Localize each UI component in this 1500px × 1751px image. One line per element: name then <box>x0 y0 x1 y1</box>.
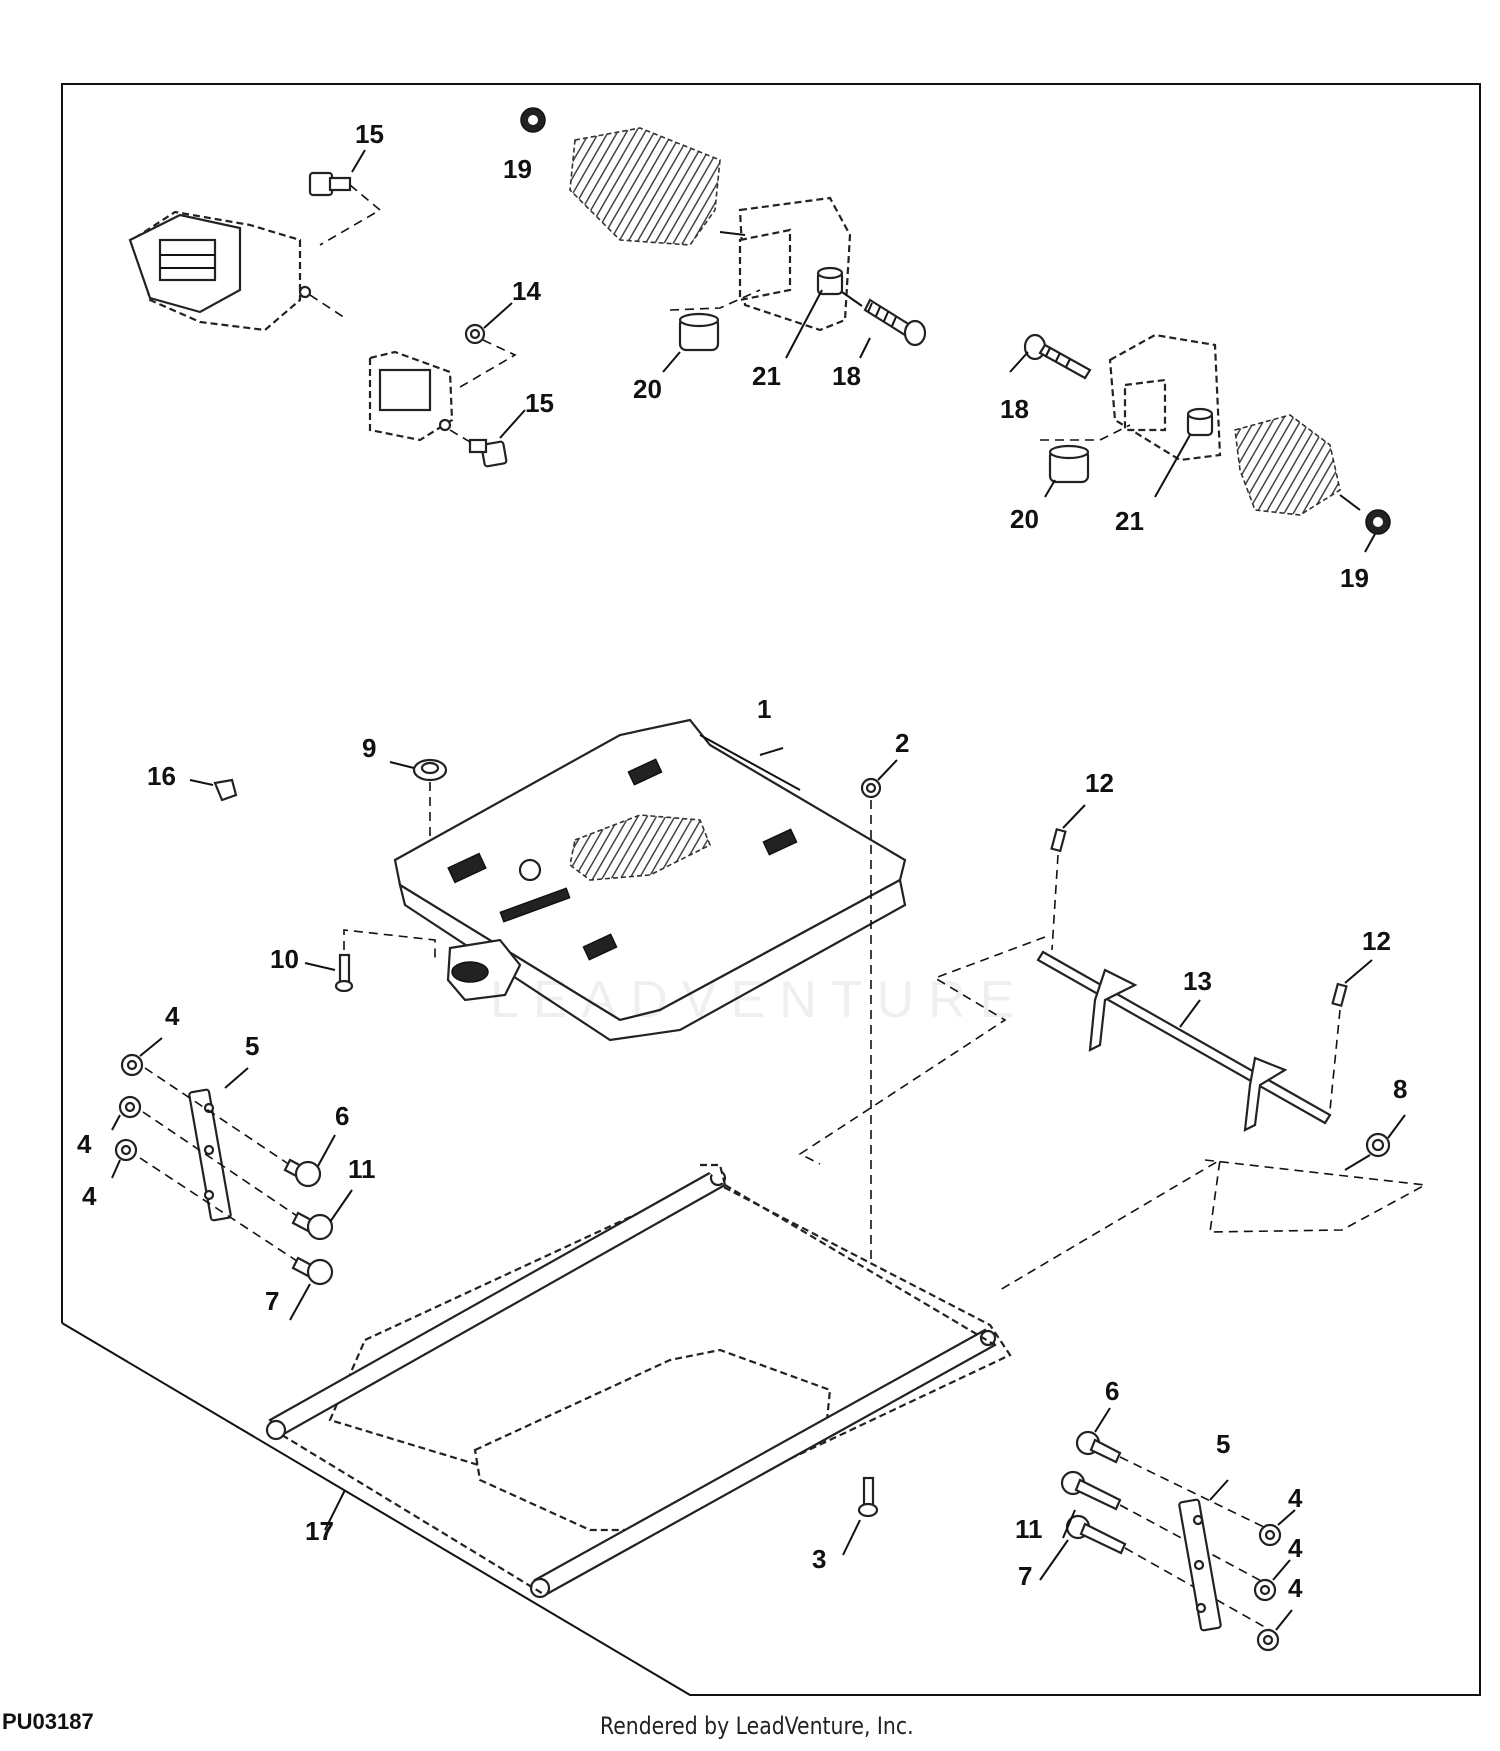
switch-nut-14 <box>464 323 486 345</box>
spring-8 <box>1344 1132 1391 1171</box>
pin-11-right <box>1060 1470 1122 1511</box>
callout-13: 13 <box>1183 966 1212 996</box>
callout-1: 1 <box>757 694 771 724</box>
bushing-21-left <box>816 266 844 296</box>
callout-4-right-3: 4 <box>1288 1573 1303 1603</box>
nut-4-left-3 <box>114 1138 138 1162</box>
bracket-5-left <box>188 1088 232 1222</box>
callout-18-left: 18 <box>832 361 861 391</box>
callout-3: 3 <box>812 1544 826 1574</box>
switch-bolt-bottom <box>468 438 508 468</box>
callout-10: 10 <box>270 944 299 974</box>
bushing-20-right <box>1048 444 1090 484</box>
nut-4-right-3 <box>1256 1628 1280 1652</box>
plug-16 <box>213 778 238 802</box>
callout-4-right-2: 4 <box>1288 1533 1303 1563</box>
callout-12-top: 12 <box>1085 768 1114 798</box>
nut-4-left-2 <box>118 1095 142 1119</box>
watermark: LEADVENTURE <box>490 971 1029 1029</box>
pin-6-right <box>1075 1430 1122 1464</box>
bracket-5-right <box>1178 1498 1222 1632</box>
callout-9: 9 <box>362 733 376 763</box>
bolt-18-left <box>863 298 927 347</box>
callout-4-left-1: 4 <box>165 1001 180 1031</box>
callout-12-bottom: 12 <box>1362 926 1391 956</box>
seat-base-frame <box>265 1163 1012 1599</box>
figure-code: PU03187 <box>2 1709 94 1734</box>
callout-21-left: 21 <box>752 361 781 391</box>
callout-11-left: 11 <box>348 1154 376 1184</box>
callout-4-right-1: 4 <box>1288 1483 1303 1513</box>
callout-7-left: 7 <box>265 1286 279 1316</box>
callout-20-right: 20 <box>1010 504 1039 534</box>
callout-20-left: 20 <box>633 374 662 404</box>
callout-14: 14 <box>512 276 541 306</box>
latch-rod-13 <box>1036 950 1332 1132</box>
callout-19-right: 19 <box>1340 563 1369 593</box>
callout-2: 2 <box>895 728 909 758</box>
pivot-nut-19-left <box>520 107 546 133</box>
callout-5-right: 5 <box>1216 1429 1230 1459</box>
switch-bolt-top <box>308 171 352 197</box>
callout-11-right: 11 <box>1015 1514 1043 1544</box>
nut-4-left-1 <box>120 1053 144 1077</box>
nut-4-right-1 <box>1258 1523 1282 1547</box>
callout-15-bottom: 15 <box>525 388 554 418</box>
nut-4-right-2 <box>1253 1578 1277 1602</box>
callout-8: 8 <box>1393 1074 1407 1104</box>
bushing-21-right <box>1186 407 1214 437</box>
seat-switch-bracket <box>128 210 312 332</box>
callout-16: 16 <box>147 761 176 791</box>
pin-7-right <box>1065 1514 1127 1555</box>
pivot-nut-19-right <box>1365 509 1391 535</box>
callout-19-left: 19 <box>503 154 532 184</box>
bolt-10 <box>334 953 354 993</box>
callout-17: 17 <box>305 1516 334 1546</box>
callout-21-right: 21 <box>1115 506 1144 536</box>
nut-2 <box>860 777 882 799</box>
adjust-knob <box>446 938 522 1002</box>
callout-15-top: 15 <box>355 119 384 149</box>
spring-pin-12-bottom <box>1331 982 1348 1008</box>
callout-4-left-3: 4 <box>82 1181 97 1211</box>
diagram-frame <box>61 83 1481 1696</box>
callout-6-left: 6 <box>335 1101 349 1131</box>
pin-7-left <box>291 1256 334 1286</box>
seat-switch <box>368 350 454 442</box>
grommet-9 <box>412 758 448 782</box>
callout-4-left-2: 4 <box>77 1129 92 1159</box>
spring-pin-12-top <box>1050 827 1067 853</box>
bolt-18-right <box>1023 333 1092 380</box>
bushing-20-left <box>678 312 720 352</box>
callout-18-right: 18 <box>1000 394 1029 424</box>
callout-7-right: 7 <box>1018 1561 1032 1591</box>
bolt-3 <box>857 1476 879 1518</box>
pin-11-left <box>291 1211 334 1241</box>
callout-5-left: 5 <box>245 1031 259 1061</box>
callout-6-right: 6 <box>1105 1376 1119 1406</box>
pin-6-left <box>283 1158 322 1188</box>
render-credit: Rendered by LeadVenture, Inc. <box>600 1712 914 1740</box>
